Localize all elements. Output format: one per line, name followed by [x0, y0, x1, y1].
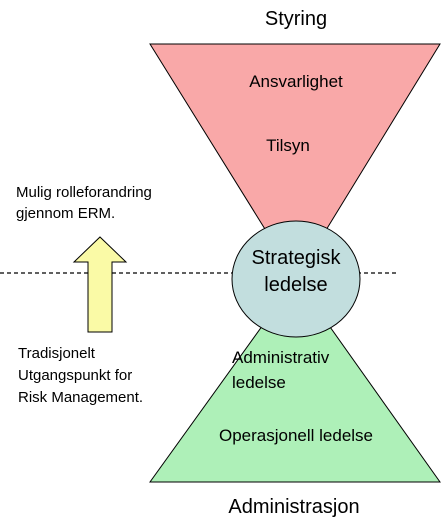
lower-item-operational: Operasjonell ledelse [218, 426, 374, 445]
strategic-circle [231, 220, 361, 338]
note-lower-line-1: Tradisjonelt [18, 345, 95, 362]
upper-item-accountability: Ansvarlighet [249, 72, 343, 91]
top-title: Styring [264, 8, 328, 30]
up-arrow-icon [72, 236, 128, 333]
bottom-title: Administrasjon [228, 496, 360, 518]
note-upper-line-2: gjennom ERM. [16, 205, 116, 222]
upper-item-supervision: Tilsyn [266, 136, 310, 155]
lower-item-administrative-line-2: ledelse [232, 373, 286, 392]
circle-line-2: ledelse [264, 274, 328, 296]
upper-triangle [149, 43, 441, 280]
note-lower-line-2: Utgangspunkt for [18, 367, 133, 384]
note-upper-line-1: Mulig rolleforandring [16, 184, 152, 201]
lower-triangle [149, 278, 441, 483]
note-lower-line-3: Risk Management. [18, 389, 144, 406]
circle-line-1: Strategisk [251, 247, 341, 269]
lower-item-administrative-line-1: Administrativ [232, 348, 330, 367]
